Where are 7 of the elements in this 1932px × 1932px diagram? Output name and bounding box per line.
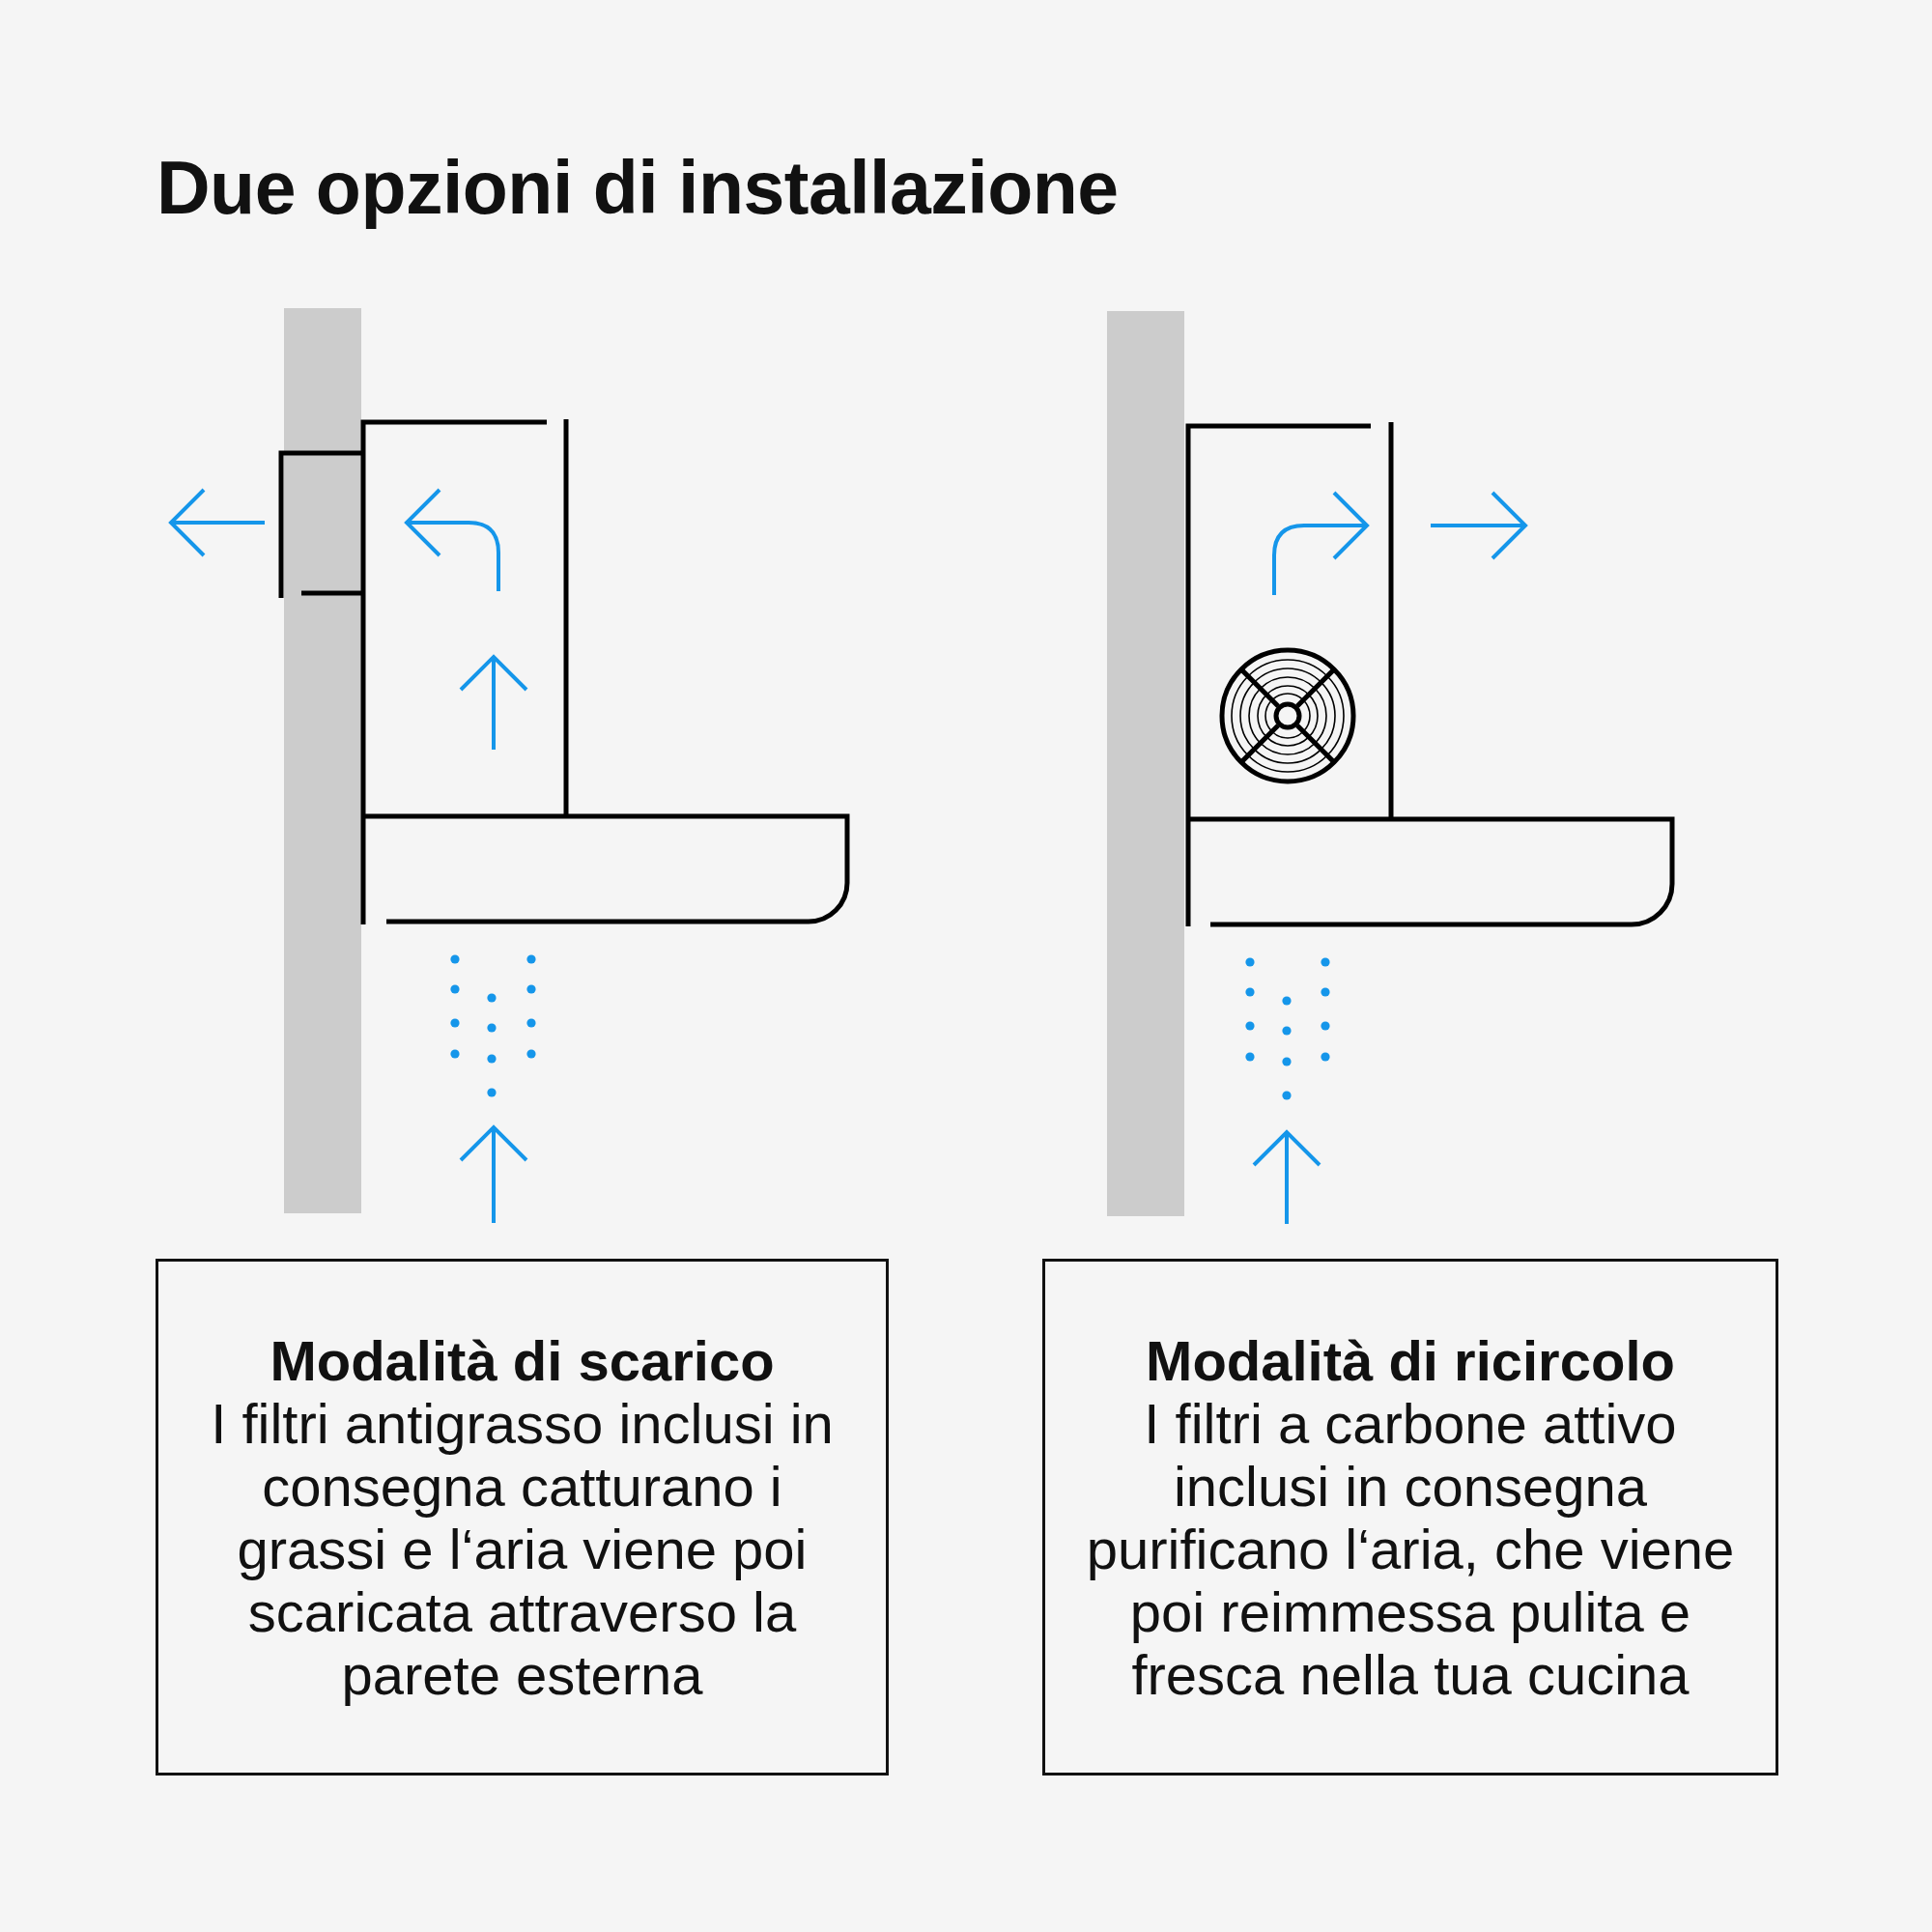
mode-heading: Modalità di ricircolo bbox=[1146, 1328, 1675, 1392]
description-panel bbox=[1042, 1259, 1778, 1776]
description-text: I filtri antigrasso inclusi in consegna catturano i grassi e l‘aria viene poi scaricata attraverso la parete esterna bbox=[210, 1391, 835, 1706]
description-panel bbox=[156, 1259, 889, 1776]
description-text: I filtri a carbone attivo inclusi in consegna purificano l‘aria, che viene poi reimmessa pulita e fresca nella tua cucina bbox=[1085, 1391, 1736, 1706]
title: Due opzioni di installazione bbox=[156, 147, 1119, 229]
mode-heading: Modalità di scarico bbox=[270, 1328, 775, 1392]
